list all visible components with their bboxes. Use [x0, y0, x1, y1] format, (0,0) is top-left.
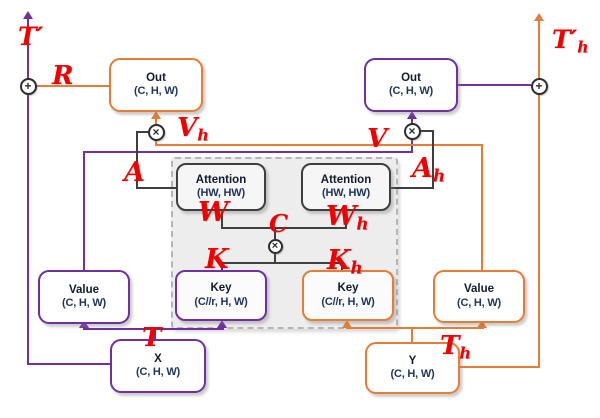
- key-right-dims: (C//r, H, W): [321, 295, 375, 308]
- line-vh-horizontal: [154, 143, 483, 147]
- line-a-vertical: [136, 131, 138, 189]
- multiply-node-left: ×: [147, 123, 165, 141]
- arrow-into-value-left: [79, 320, 89, 328]
- attention-left-title: Attention: [195, 173, 247, 186]
- label-t-prime-h: T′h: [552, 25, 589, 57]
- out-right-title: Out: [401, 71, 421, 84]
- input-y-dims: (C, H, W): [390, 368, 435, 381]
- line-w-stub: [221, 211, 223, 229]
- input-x-dims: (C, H, W): [135, 366, 181, 379]
- label-v: V: [367, 124, 388, 154]
- line-wh-stub: [345, 211, 347, 229]
- line-th-residual-vertical: [537, 21, 541, 368]
- key-right-box: Key (C//r, H, W): [302, 270, 394, 321]
- value-left-title: Value: [68, 283, 100, 296]
- key-right-title: Key: [337, 282, 359, 295]
- input-x-title: X: [154, 352, 162, 365]
- line-k-stub: [221, 261, 223, 271]
- out-left-title: Out: [146, 71, 166, 84]
- label-k: K: [205, 244, 229, 275]
- out-left-dims: (C, H, W): [133, 85, 179, 98]
- line-ah-to-multiply: [419, 130, 434, 132]
- input-y-box: Y (C, H, W): [365, 342, 460, 394]
- out-right-dims: (C, H, W): [388, 85, 434, 98]
- key-left-box: Key (C//r, H, W): [175, 270, 267, 321]
- value-right-dims: (C, H, W): [456, 296, 502, 309]
- label-v-h: Vh: [177, 113, 209, 145]
- line-x-top-stub: [153, 329, 157, 342]
- out-right-box: Out (C, H, W): [364, 58, 458, 112]
- value-right-box: Value (C, H, W): [433, 270, 525, 323]
- label-w: W: [198, 197, 229, 228]
- label-t-prime: T′: [18, 22, 44, 51]
- line-a-to-multiply: [136, 131, 149, 133]
- line-ah-vertical: [432, 130, 434, 189]
- multiply-node-center: ×: [267, 239, 283, 254]
- out-left-box: Out (C, H, W): [109, 58, 203, 112]
- multiply-icon: ×: [408, 124, 416, 138]
- arrow-into-key-right: [342, 320, 352, 328]
- line-y-top-stub: [410, 328, 414, 342]
- attention-left-box: Attention (HW, HW): [176, 163, 266, 211]
- line-a-from-attention: [136, 187, 176, 189]
- arrow-th-prime-output: [534, 13, 544, 21]
- value-right-title: Value: [463, 283, 495, 296]
- label-r: R: [52, 61, 74, 91]
- arrow-t-prime-output: [23, 11, 33, 19]
- plus-icon: +: [535, 79, 543, 93]
- add-node-right: +: [530, 77, 548, 95]
- plus-icon: +: [24, 79, 32, 93]
- line-y-to-residual: [460, 365, 540, 369]
- line-c-stub: [274, 227, 276, 239]
- arrow-into-key-left: [217, 320, 227, 328]
- attention-right-dims: (HW, HW): [322, 187, 370, 200]
- arrow-into-out-left: [151, 111, 161, 119]
- multiply-icon: ×: [271, 240, 279, 252]
- label-t: T: [142, 323, 162, 353]
- line-y-split-horizontal: [345, 326, 484, 330]
- key-left-dims: (C//r, H, W): [194, 295, 248, 308]
- line-v-vertical: [82, 152, 86, 271]
- label-c: C: [269, 209, 289, 238]
- line-multiply-to-out-left: [154, 118, 158, 125]
- line-v-horizontal: [82, 150, 413, 154]
- arrow-into-value-right: [477, 320, 487, 328]
- line-ah-from-attention: [391, 187, 434, 189]
- arrow-into-out-right: [407, 111, 417, 119]
- multiply-icon: ×: [152, 125, 160, 139]
- attention-right-box: Attention (HW, HW): [301, 163, 391, 211]
- line-x-split-horizontal: [82, 327, 224, 331]
- line-out-right-to-add: [458, 83, 531, 87]
- key-left-title: Key: [210, 282, 232, 295]
- label-t-h: Th: [440, 331, 472, 363]
- line-x-to-residual: [26, 362, 111, 366]
- label-w-h: Wh: [326, 201, 369, 234]
- value-left-dims: (C, H, W): [61, 297, 107, 310]
- line-k-horizontal: [221, 261, 343, 264]
- line-kh-stub: [341, 261, 343, 271]
- line-t-residual-vertical: [26, 19, 30, 364]
- line-vh-vertical: [480, 145, 484, 271]
- input-x-box: X (C, H, W): [110, 339, 206, 393]
- label-a: A: [124, 157, 145, 188]
- label-a-h: Ah: [412, 153, 446, 186]
- label-k-h: Kh: [327, 245, 363, 278]
- input-y-title: Y: [408, 354, 417, 367]
- value-left-box: Value (C, H, W): [38, 270, 130, 324]
- line-w-horizontal: [221, 227, 347, 229]
- multiply-node-right: ×: [403, 122, 421, 140]
- line-k-from-multiply: [274, 253, 276, 263]
- line-vh-to-multiply: [154, 139, 158, 146]
- line-out-left-to-add: [36, 84, 110, 88]
- add-node-left: +: [19, 77, 37, 95]
- attention-left-dims: (HW, HW): [197, 187, 245, 200]
- line-multiply-to-out-right: [410, 118, 414, 124]
- attention-right-title: Attention: [320, 173, 372, 186]
